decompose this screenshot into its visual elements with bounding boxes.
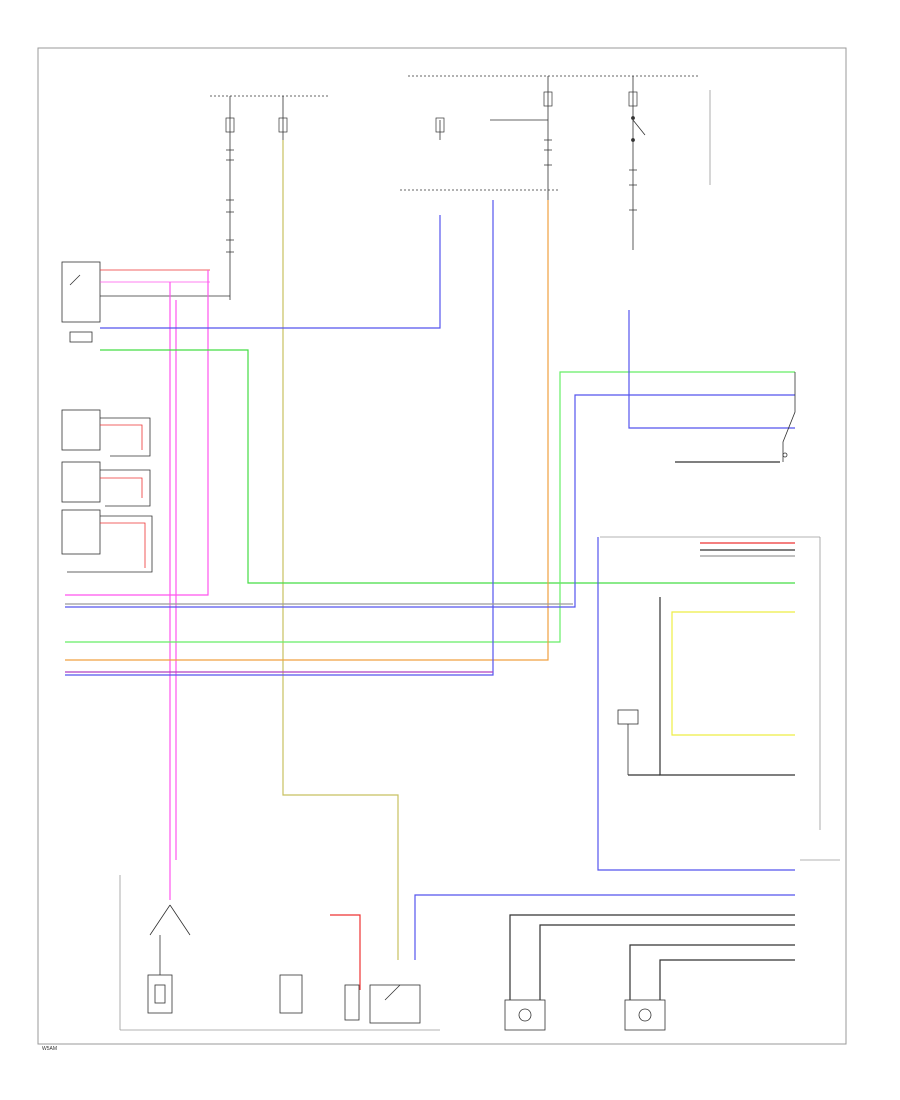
- top-fuse-area: [210, 75, 711, 300]
- bottom-left-components: [119, 875, 440, 1031]
- cooling-fan-relays: [61, 409, 153, 573]
- fan-motors: [504, 999, 666, 1031]
- sensors: [617, 709, 639, 775]
- diagram-frame: [37, 47, 847, 1045]
- page-code: W5AM: [42, 1046, 57, 1052]
- hvac-control-block: [600, 536, 840, 861]
- wire-harness: [65, 140, 795, 1000]
- ac-compressor-relay: [61, 261, 230, 343]
- power-transistor: [782, 372, 796, 462]
